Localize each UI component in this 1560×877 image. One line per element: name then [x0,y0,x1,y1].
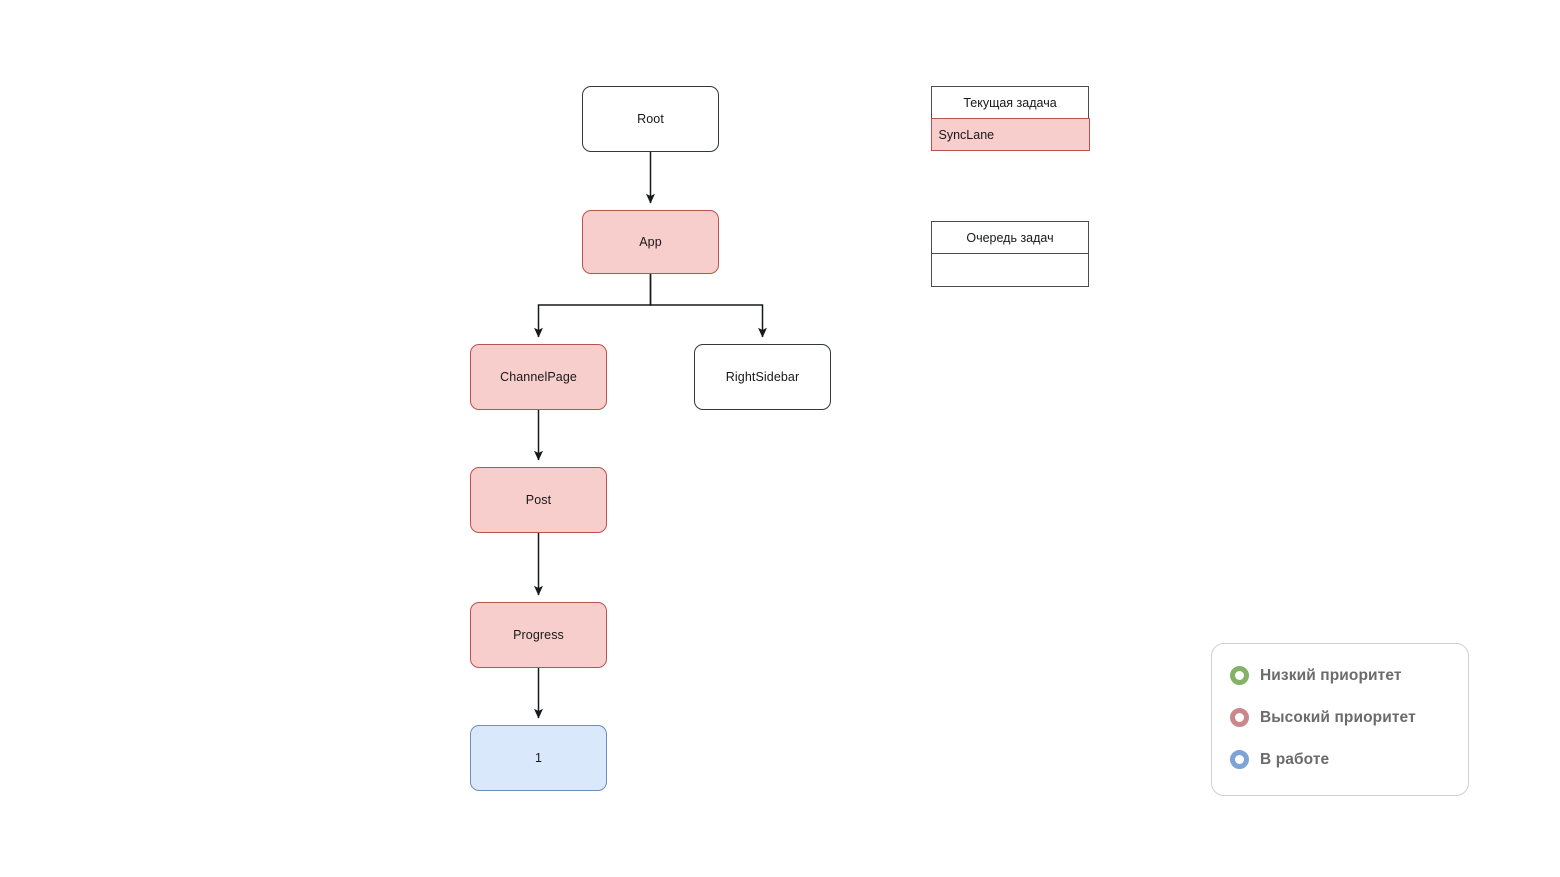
legend-item-high-priority: Высокий приоритет [1230,703,1468,732]
legend-label-high-priority: Высокий приоритет [1260,708,1416,726]
tree-node-channelpage[interactable]: ChannelPage [470,344,607,410]
legend-item-low-priority: Низкий приоритет [1230,661,1468,690]
current-task-title: Текущая задача [932,87,1088,118]
legend-label-working: В работе [1260,750,1330,768]
current-task-panel: Текущая задача SyncLane [930,86,1090,151]
tree-node-root[interactable]: Root [582,86,719,152]
ring-icon-working [1230,750,1249,769]
tree-node-rightsidebar[interactable]: RightSidebar [694,344,831,410]
tree-node-progress[interactable]: Progress [470,602,607,668]
tree-node-post[interactable]: Post [470,467,607,533]
tree-node-app[interactable]: App [582,210,719,274]
legend-item-working: В работе [1230,745,1468,774]
current-task-value[interactable]: SyncLane [930,118,1090,151]
ring-icon-high-priority [1230,708,1249,727]
legend-panel: Низкий приоритет Высокий приоритет В раб… [1211,643,1469,796]
legend-label-low-priority: Низкий приоритет [1260,666,1402,684]
task-queue-empty-row[interactable] [932,253,1088,286]
edge-app-channelpage [534,274,652,338]
edge-app-rightsidebar [649,274,768,338]
task-queue-title: Очередь задач [932,222,1088,253]
tree-node-counter[interactable]: 1 [470,725,607,791]
ring-icon-low-priority [1230,666,1249,685]
task-queue-panel: Очередь задач [931,221,1089,287]
